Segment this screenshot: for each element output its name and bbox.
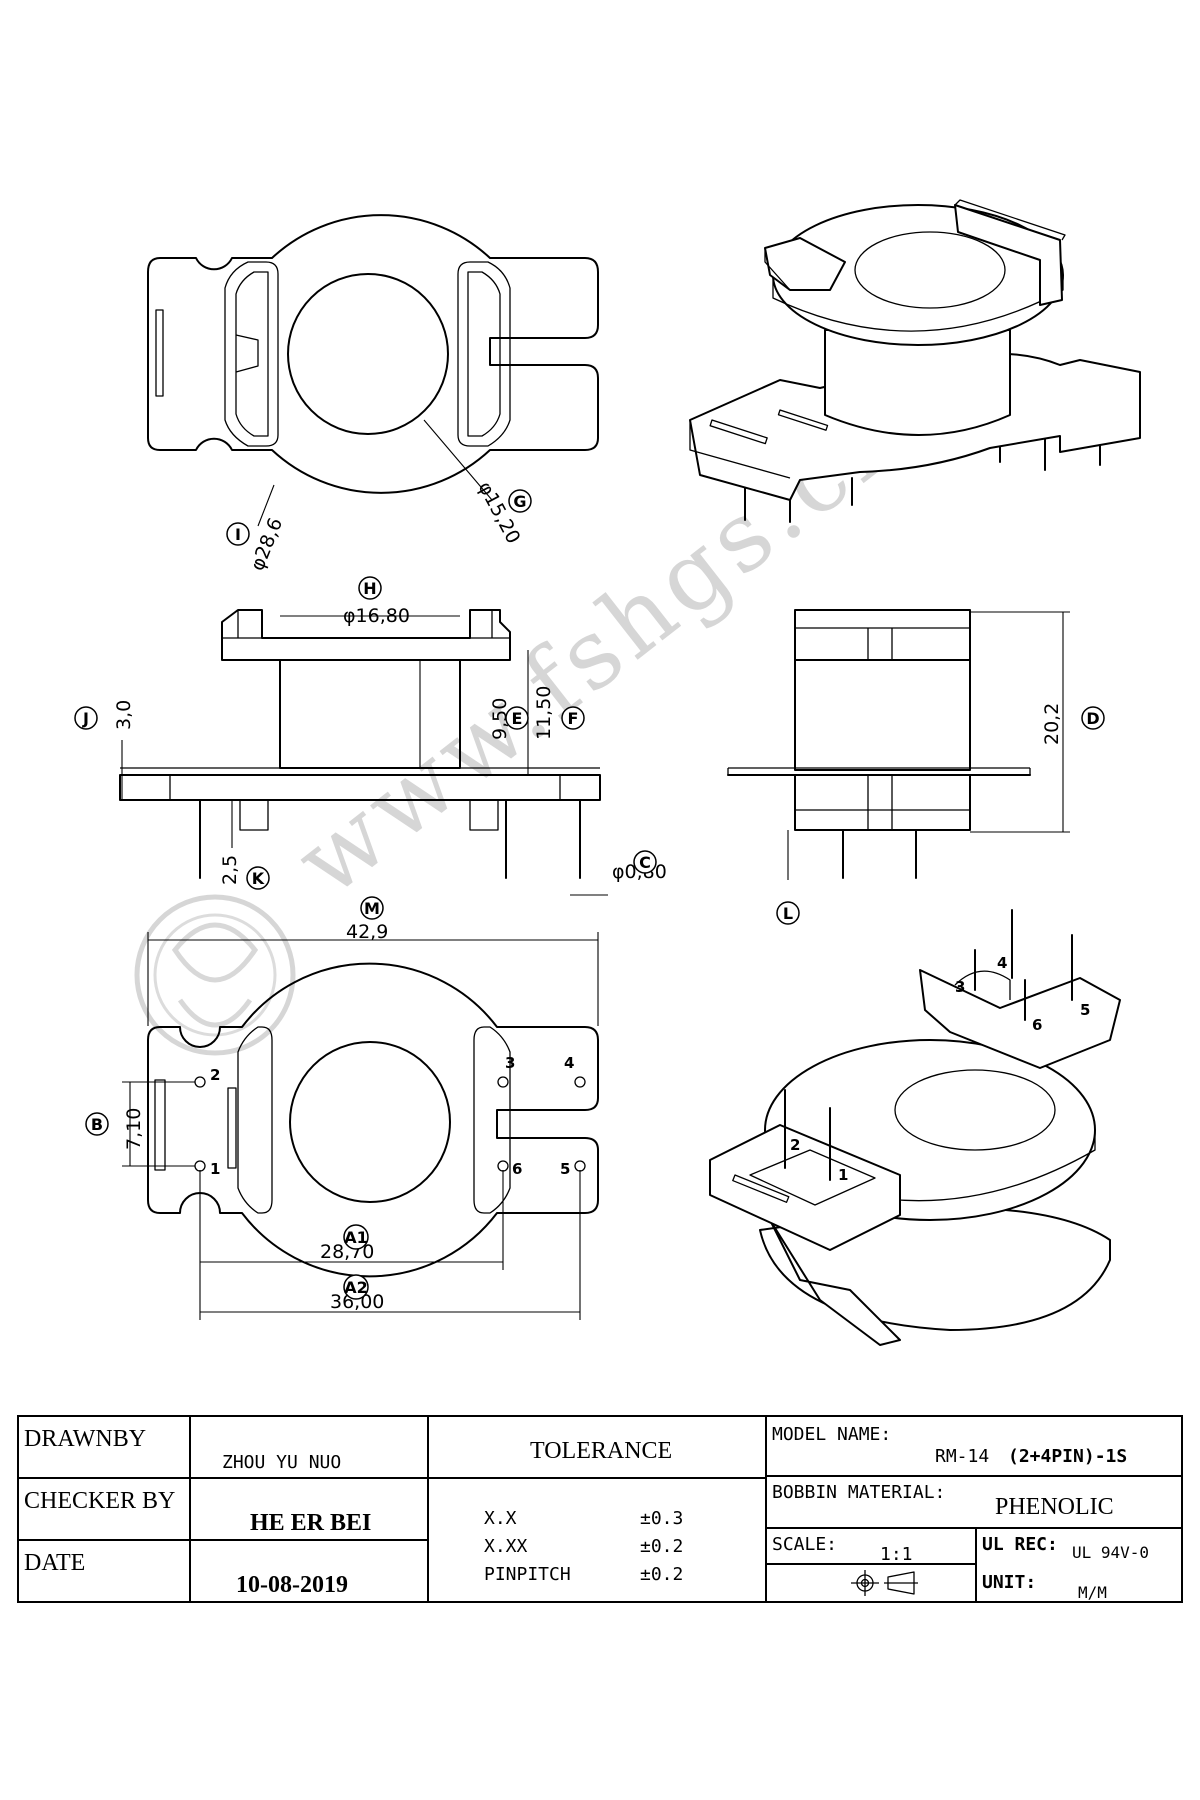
iso-pin-3: 3 [955, 978, 965, 996]
dim-K-value: 2,5 [219, 855, 241, 885]
side-view: 20,2 D L [727, 609, 1105, 925]
unit-label: UNIT: [982, 1572, 1036, 1593]
title-block: DRAWNBY ZHOU YU NUO CHECKER BY HE ER BEI… [17, 1415, 1183, 1603]
pin-label-3: 3 [505, 1054, 515, 1072]
tolerance-xx-value: ±0.3 [640, 1508, 683, 1529]
bubble-A2: A2 [343, 1274, 369, 1300]
pin-label-4: 4 [564, 1054, 574, 1072]
svg-text:A1: A1 [344, 1228, 368, 1247]
model-suffix: (2+4PIN)-1S [1008, 1446, 1127, 1467]
bubble-L: L [776, 901, 800, 925]
projection-symbol-icon [851, 1570, 918, 1596]
dim-F-value: 11,50 [533, 686, 555, 740]
drawnby-label: DRAWNBY [24, 1426, 146, 1452]
svg-text:K: K [252, 869, 265, 888]
date-label: DATE [24, 1550, 85, 1576]
tolerance-label: TOLERANCE [530, 1438, 672, 1464]
iso-pin-4: 4 [997, 954, 1007, 972]
tolerance-xx-name: X.X [484, 1508, 517, 1529]
svg-text:G: G [513, 492, 526, 511]
checker-label: CHECKER BY [24, 1488, 175, 1514]
bubble-A1: A1 [343, 1224, 369, 1250]
model-prefix: RM-14 [935, 1446, 989, 1467]
unit-value: M/M [1078, 1583, 1107, 1602]
bubble-H: H [358, 576, 382, 600]
bubble-C: C [633, 850, 657, 874]
dim-J-value: 3,0 [113, 700, 135, 730]
svg-text:B: B [91, 1115, 103, 1134]
tolerance-xxx-value: ±0.2 [640, 1536, 683, 1557]
svg-text:E: E [512, 709, 523, 728]
isometric-view-top [689, 199, 1141, 523]
bubble-M: M [360, 896, 384, 920]
bottom-view: 2 1 3 4 5 6 42,9 7,10 28,70 36,00 M B A1… [85, 896, 599, 1320]
scale-value: 1:1 [880, 1544, 913, 1565]
dim-G-value: φ15,20 [474, 478, 525, 547]
watermark-seal [134, 894, 296, 1056]
pin-label-1: 1 [210, 1160, 220, 1178]
isometric-view-bottom: 3 4 5 6 2 1 [709, 909, 1121, 1346]
svg-text:M: M [364, 899, 380, 918]
bubble-J: J [74, 706, 98, 730]
svg-text:D: D [1086, 709, 1099, 728]
material-label: BOBBIN MATERIAL: [772, 1482, 945, 1503]
svg-text:H: H [363, 579, 376, 598]
svg-text:C: C [639, 853, 651, 872]
dim-H-value: φ16,80 [343, 605, 410, 627]
ul-value: UL 94V-0 [1072, 1543, 1149, 1562]
date-value: 10-08-2019 [236, 1572, 348, 1598]
dim-E-value: 9,50 [489, 698, 511, 740]
pin-label-5: 5 [560, 1160, 570, 1178]
pin-label-6: 6 [512, 1160, 522, 1178]
svg-text:L: L [783, 904, 793, 923]
svg-text:A2: A2 [344, 1278, 368, 1297]
ul-label: UL REC: [982, 1534, 1058, 1555]
bubble-K: K [246, 866, 270, 890]
iso-pin-5: 5 [1080, 1001, 1090, 1019]
front-view: φ16,80 3,0 9,50 11,50 2,5 φ0,80 H J E F … [74, 576, 667, 896]
bubble-F: F [561, 706, 585, 730]
drawnby-value: ZHOU YU NUO [222, 1452, 341, 1473]
checker-value: HE ER BEI [250, 1510, 371, 1536]
pin-label-2: 2 [210, 1066, 220, 1084]
iso-pin-1: 1 [838, 1166, 848, 1184]
material-value: PHENOLIC [995, 1494, 1114, 1520]
dim-I-value: φ28,6 [246, 515, 287, 574]
iso-pin-2: 2 [790, 1136, 800, 1154]
model-label: MODEL NAME: [772, 1424, 891, 1445]
dim-B-value: 7,10 [123, 1108, 145, 1150]
bubble-G: G [508, 489, 532, 513]
scale-label: SCALE: [772, 1534, 837, 1555]
bubble-D: D [1081, 706, 1105, 730]
bubble-I: I [226, 522, 250, 546]
tolerance-pinpitch-value: ±0.2 [640, 1564, 683, 1585]
svg-text:J: J [82, 709, 89, 728]
tolerance-pinpitch-name: PINPITCH [484, 1564, 571, 1585]
iso-pin-6: 6 [1032, 1016, 1042, 1034]
svg-text:I: I [235, 525, 241, 544]
dim-M-value: 42,9 [346, 921, 388, 943]
bubble-E: E [505, 706, 529, 730]
dim-A2-value: 36,00 [330, 1291, 384, 1313]
bubble-B: B [85, 1112, 109, 1136]
svg-text:F: F [568, 709, 579, 728]
top-view: φ28,6 φ15,20 I G [147, 214, 599, 574]
tolerance-xxx-name: X.XX [484, 1536, 528, 1557]
dim-D-value: 20,2 [1041, 703, 1063, 745]
